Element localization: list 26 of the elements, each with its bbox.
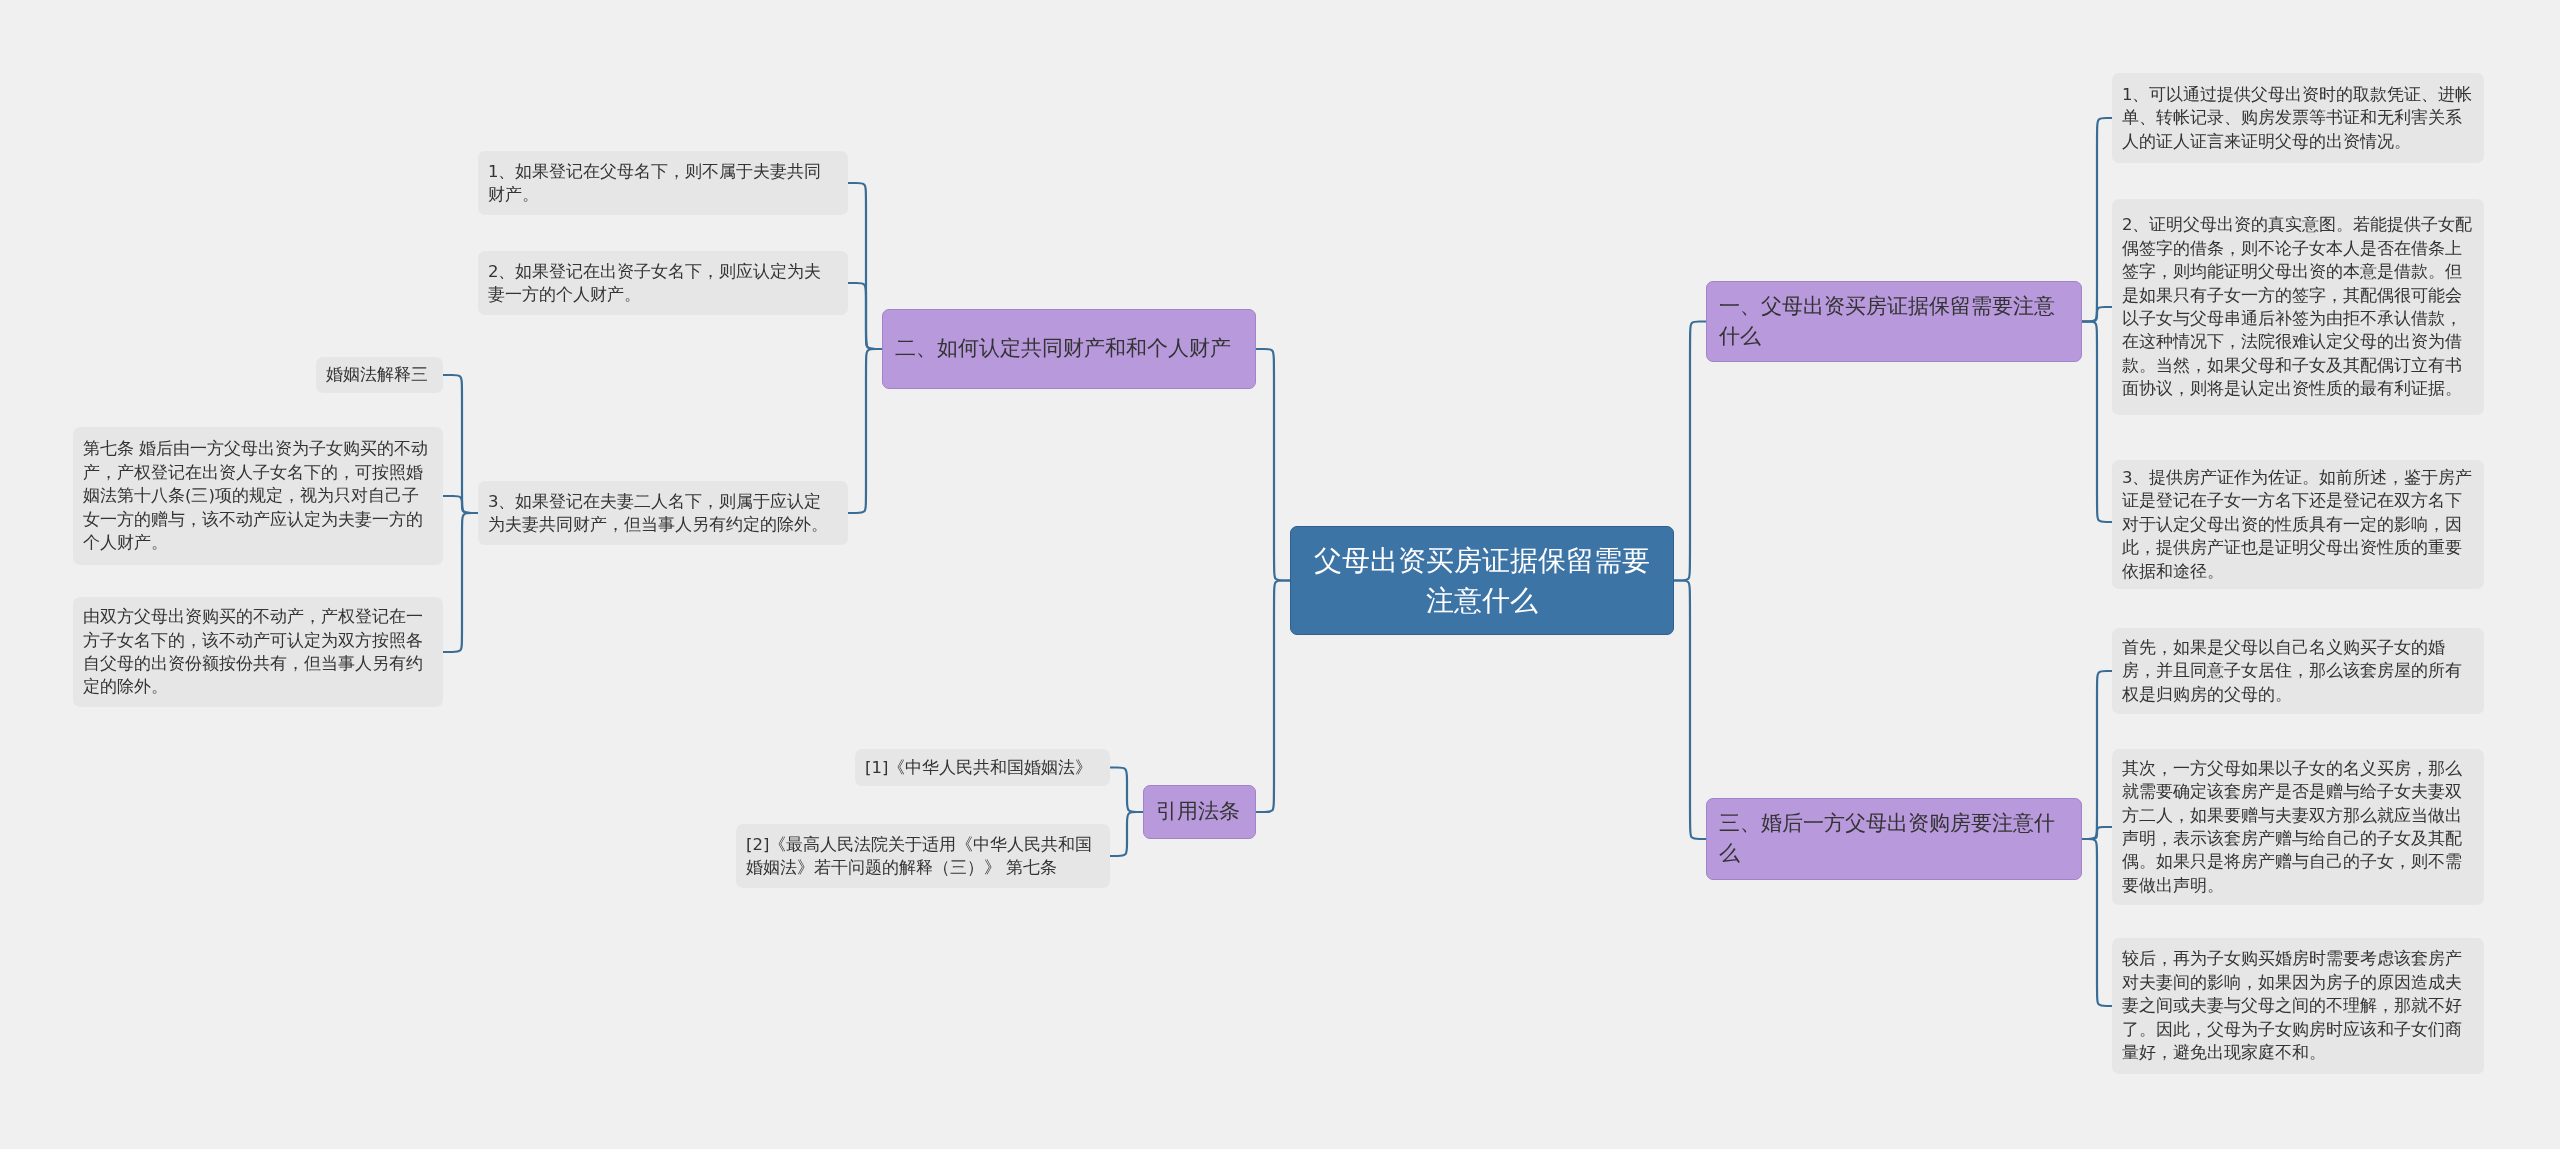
note-box: [1]《中华人民共和国婚姻法》 [855,749,1110,786]
note-box: 由双方父母出资购买的不动产，产权登记在一方子女名下的，该不动产可认定为双方按照各自父母的出资份额按份共有，但当事人另有约定的除外。 [73,597,443,707]
note-box: 3、如果登记在夫妻二人名下，则属于应认定为夫妻共同财产，但当事人另有约定的除外。 [478,481,848,545]
note-box: 2、如果登记在出资子女名下，则应认定为夫妻一方的个人财产。 [478,251,848,315]
note-box: 其次，一方父母如果以子女的名义买房，那么就需要确定该套房产是否是赠与给子女夫妻双方二人，如果要赠与夫妻双方那么就应当做出声明，表示该套房产赠与给自己的子女及其配偶。如果只是将房产赠与自己的子女，则不需要做出声明。 [2112,749,2484,905]
topic-box: 三、婚后一方父母出资购房要注意什么 [1706,798,2082,880]
connector-line [1673,579,1707,841]
connector-line [2081,837,2113,1008]
topic-box: 二、如何认定共同财产和和个人财产 [882,309,1256,389]
note-box: 首先，如果是父母以自己名义购买子女的婚房，并且同意子女居住，那么该套房屋的所有权是归购房的父母的。 [2112,628,2484,714]
connector-line [1256,579,1291,814]
topic-box: 一、父母出资买房证据保留需要注意什么 [1706,281,2082,362]
note-box: 1、如果登记在父母名下，则不属于夫妻共同财产。 [478,151,848,215]
central-topic-box: 父母出资买房证据保留需要注意什么 [1290,526,1674,635]
note-box: 3、提供房产证作为佐证。如前所述，鉴于房产证是登记在子女一方名下还是登记在双方名下对于认定父母出资的性质具有一定的影响，因此，提供房产证也是证明父母出资性质的重要依据和途径。 [2112,460,2484,590]
note-box: 第七条 婚后由一方父母出资为子女购买的不动产，产权登记在出资人子女名下的，可按照婚姻法第十八条(三)项的规定，视为只对自己子女一方的赠与，该不动产应认定为夫妻一方的个人财产。 [73,427,443,565]
connector-line [2081,320,2113,524]
note-box: 2、证明父母出资的真实意图。若能提供子女配偶签字的借条，则不论子女本人是否在借条上签字，则均能证明父母出资的本意是借款。但是如果只有子女一方的签字，其配偶很可能会以子女与父母串通后补签为由拒不承认借款，在这种情况下，法院很难认定父母的出资为借款。当然，如果父母和子女及其配偶订立有书面协议，则将是认定出资性质的最有利证据。 [2112,199,2484,415]
connector-line [1110,810,1144,858]
note-box: 较后，再为子女购买婚房时需要考虑该套房产对夫妻间的影响，如果因为房子的原因造成夫妻之间或夫妻与父母之间的不理解，那就不好了。因此，父母为子女购房时应该和子女们商量好，避免出现家庭不和。 [2112,938,2484,1074]
note-box: 婚姻法解释三 [316,357,443,393]
connector-line [848,347,883,515]
topic-box: 引用法条 [1143,785,1256,839]
connector-line [443,511,479,654]
note-box: [2]《最高人民法院关于适用《中华人民共和国婚姻法》若干问题的解释（三）》 第七条 [736,824,1110,888]
note-box: 1、可以通过提供父母出资时的取款凭证、进帐单、转帐记录、购房发票等书证和无利害关系人的证人证言来证明父母的出资情况。 [2112,73,2484,163]
